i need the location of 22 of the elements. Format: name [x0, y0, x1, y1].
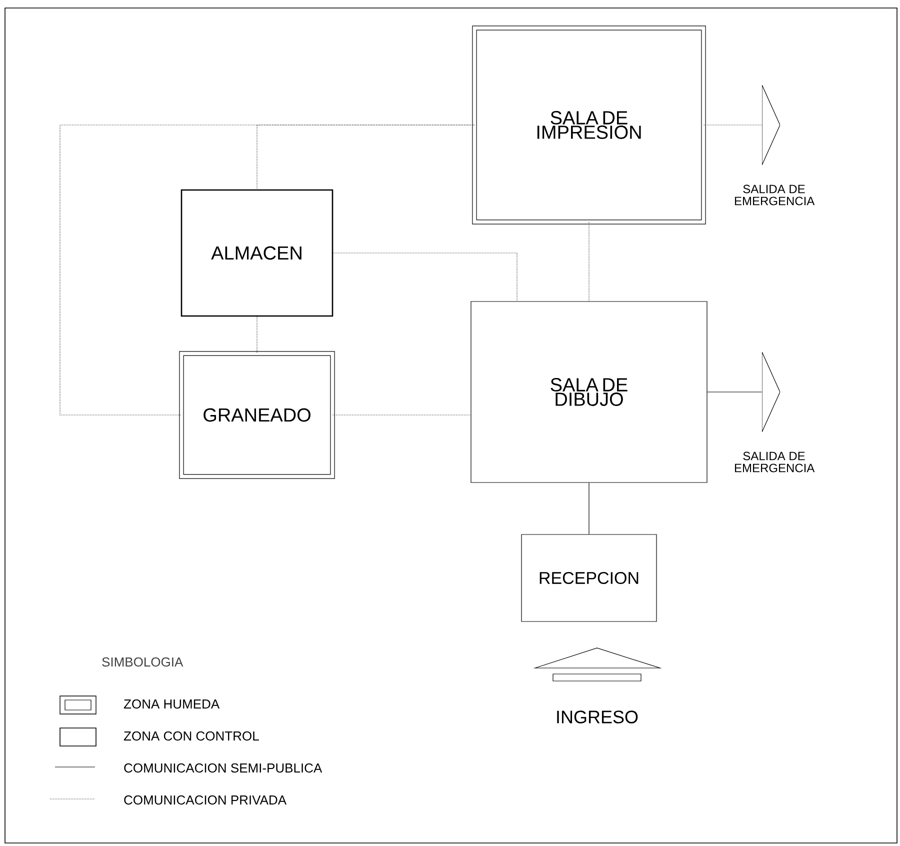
room-box: RECEPCION — [521, 534, 657, 622]
exit-symbol — [762, 352, 780, 432]
connector-line — [332, 252, 518, 302]
connector-line — [704, 124, 762, 126]
exit-symbol — [762, 85, 780, 165]
legend-label: COMUNICACION SEMI-PUBLICA — [124, 763, 322, 773]
exit-label: SALIDA DE EMERGENCIA — [735, 184, 815, 206]
connector-line — [588, 222, 590, 302]
connector-line — [588, 482, 590, 534]
connector-line — [256, 316, 258, 354]
exit-label: SALIDA DE EMERGENCIA — [735, 452, 815, 472]
legend-label: ZONA HUMEDA — [124, 699, 220, 709]
wet-zone-box: SALA DE IMPRESION — [472, 26, 706, 224]
legend-label: ZONA CON CONTROL — [124, 731, 259, 741]
entrance-label: INGRESO — [557, 710, 638, 724]
connector-line — [60, 124, 474, 416]
legend-heading: SIMBOLOGIA — [102, 657, 184, 667]
control-zone-box: ALMACEN — [180, 189, 334, 317]
connector-line — [332, 414, 471, 416]
room-box: SALA DE DIBUJO — [470, 301, 708, 483]
wet-zone-box: GRANEADO — [179, 351, 335, 479]
legend-label: COMUNICACION PRIVADA — [124, 795, 286, 805]
